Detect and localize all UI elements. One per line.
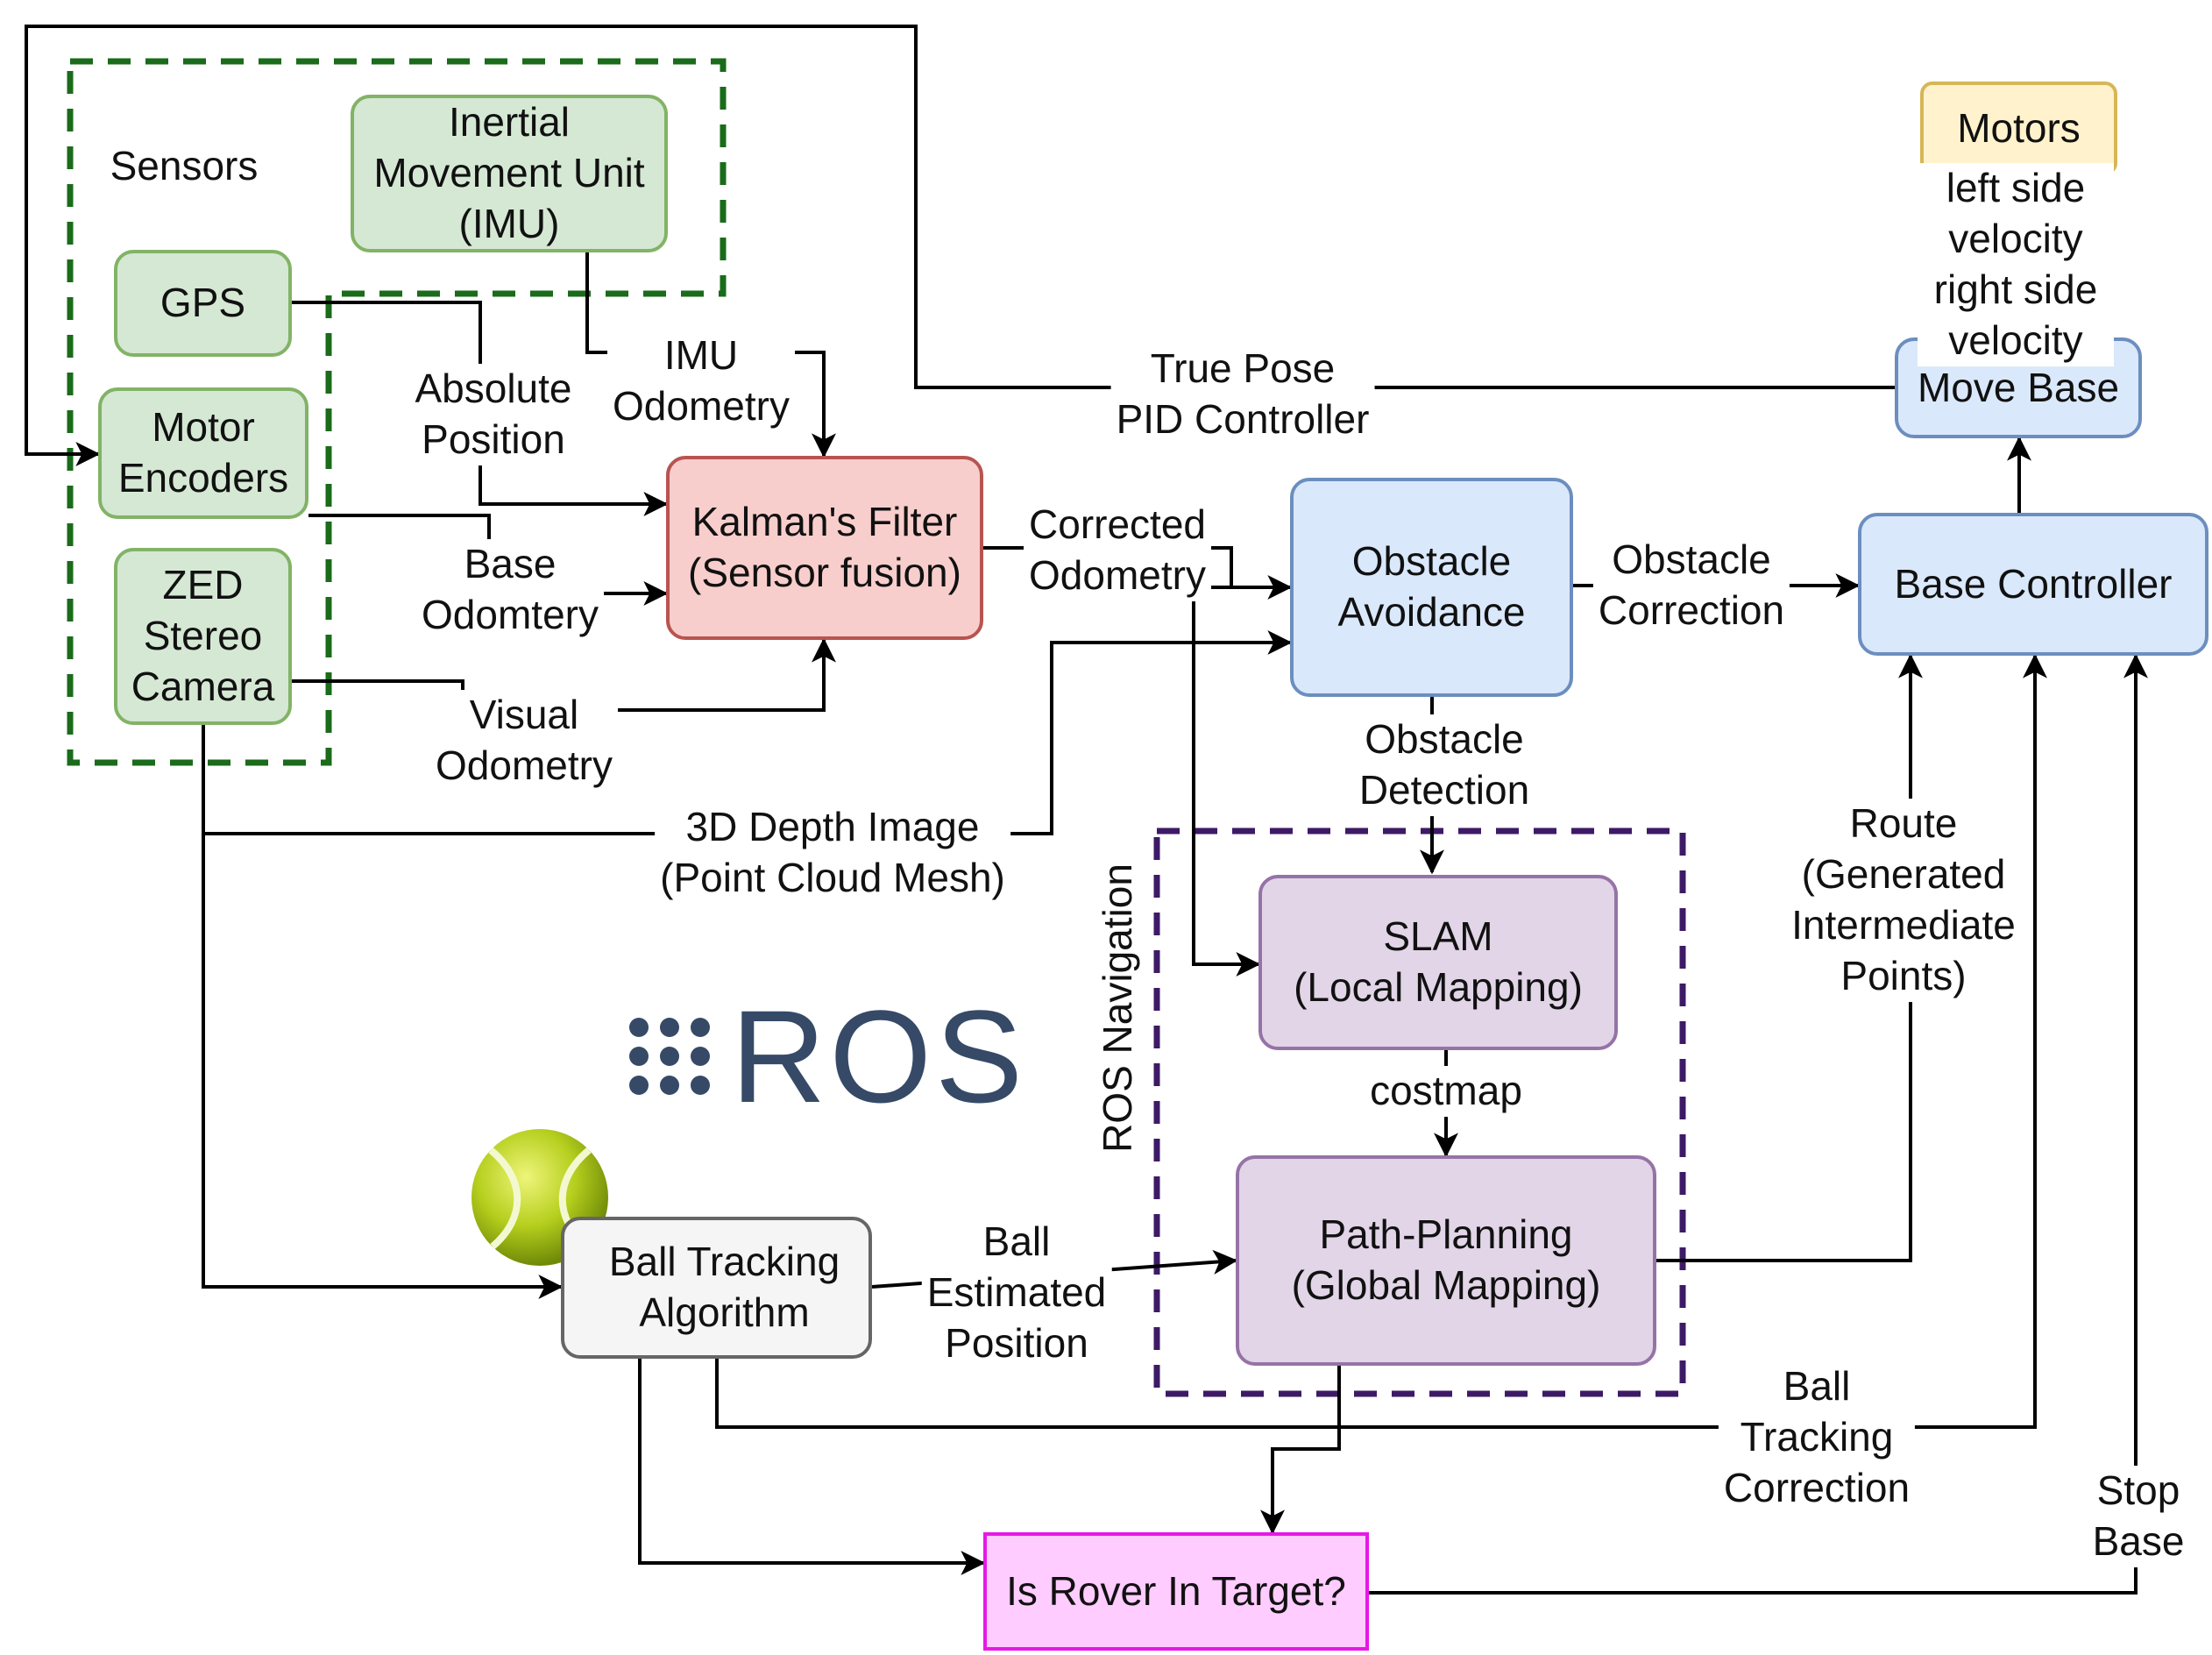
label-route: Route (Generated Intermediate Points) bbox=[1786, 799, 2021, 1002]
rover-in-target-node: Is Rover In Target? bbox=[983, 1532, 1369, 1651]
edge-depth-image bbox=[202, 630, 1293, 835]
kalman-filter-node: Kalman's Filter (Sensor fusion) bbox=[666, 456, 983, 640]
label-ball-tracking-correction: Ball Tracking Correction bbox=[1718, 1361, 1916, 1514]
obstacle-avoidance-node: Obstacle Avoidance bbox=[1290, 478, 1573, 697]
gps-node: GPS bbox=[114, 250, 292, 357]
ros-navigation-group-border bbox=[1153, 828, 1686, 1397]
ros-navigation-group-label: ROS Navigation bbox=[1095, 863, 1140, 1153]
edge-true-pose bbox=[25, 25, 1895, 466]
ros-logo-dots-icon bbox=[629, 1018, 712, 1095]
edge-ball-tracking-correction bbox=[715, 653, 2047, 1429]
edge-corrected-odometry-slam bbox=[1192, 586, 1261, 977]
label-stop-base: Stop Base bbox=[2087, 1466, 2190, 1567]
label-base-odometry: Base Odomtery bbox=[416, 539, 604, 641]
edge-stop-base bbox=[1369, 653, 2148, 1595]
sensors-group-label: Sensors bbox=[110, 143, 259, 189]
imu-node: Inertial Movement Unit (IMU) bbox=[351, 95, 668, 252]
motors-node: Motors bbox=[1920, 82, 2117, 175]
ros-logo: ROS bbox=[629, 991, 1026, 1122]
path-planning-node: Path-Planning (Global Mapping) bbox=[1236, 1155, 1656, 1366]
slam-node: SLAM (Local Mapping) bbox=[1258, 875, 1618, 1050]
edge-zed-ball bbox=[202, 834, 564, 1299]
label-costmap: costmap bbox=[1365, 1066, 1528, 1117]
label-imu-odometry: IMU Odometry bbox=[607, 330, 795, 432]
label-true-pose: True Pose PID Controller bbox=[1110, 344, 1375, 445]
label-ball-estimated: Ball Estimated Position bbox=[921, 1217, 1112, 1369]
motor-encoders-node: Motor Encoders bbox=[98, 387, 308, 519]
label-absolute-position: Absolute Position bbox=[409, 364, 578, 465]
edge-path-target bbox=[1260, 1366, 1341, 1535]
label-depth-image: 3D Depth Image (Point Cloud Mesh) bbox=[655, 802, 1010, 904]
label-obstacle-correction: Obstacle Correction bbox=[1592, 535, 1790, 636]
label-visual-odometry: Visual Odometry bbox=[430, 690, 618, 792]
sensors-group-border bbox=[67, 58, 727, 766]
label-obstacle-detection: Obstacle Detection bbox=[1353, 714, 1535, 816]
label-corrected-odometry: Corrected Odometry bbox=[1024, 500, 1211, 601]
label-velocity: left side velocity right side velocity bbox=[1918, 163, 2114, 366]
zed-camera-node: ZED Stereo Camera bbox=[114, 548, 292, 725]
edge-ball-target bbox=[638, 1359, 986, 1575]
base-controller-node: Base Controller bbox=[1858, 513, 2208, 656]
ball-tracking-node: Ball Tracking Algorithm bbox=[561, 1217, 872, 1359]
ros-logo-text: ROS bbox=[731, 983, 1027, 1130]
